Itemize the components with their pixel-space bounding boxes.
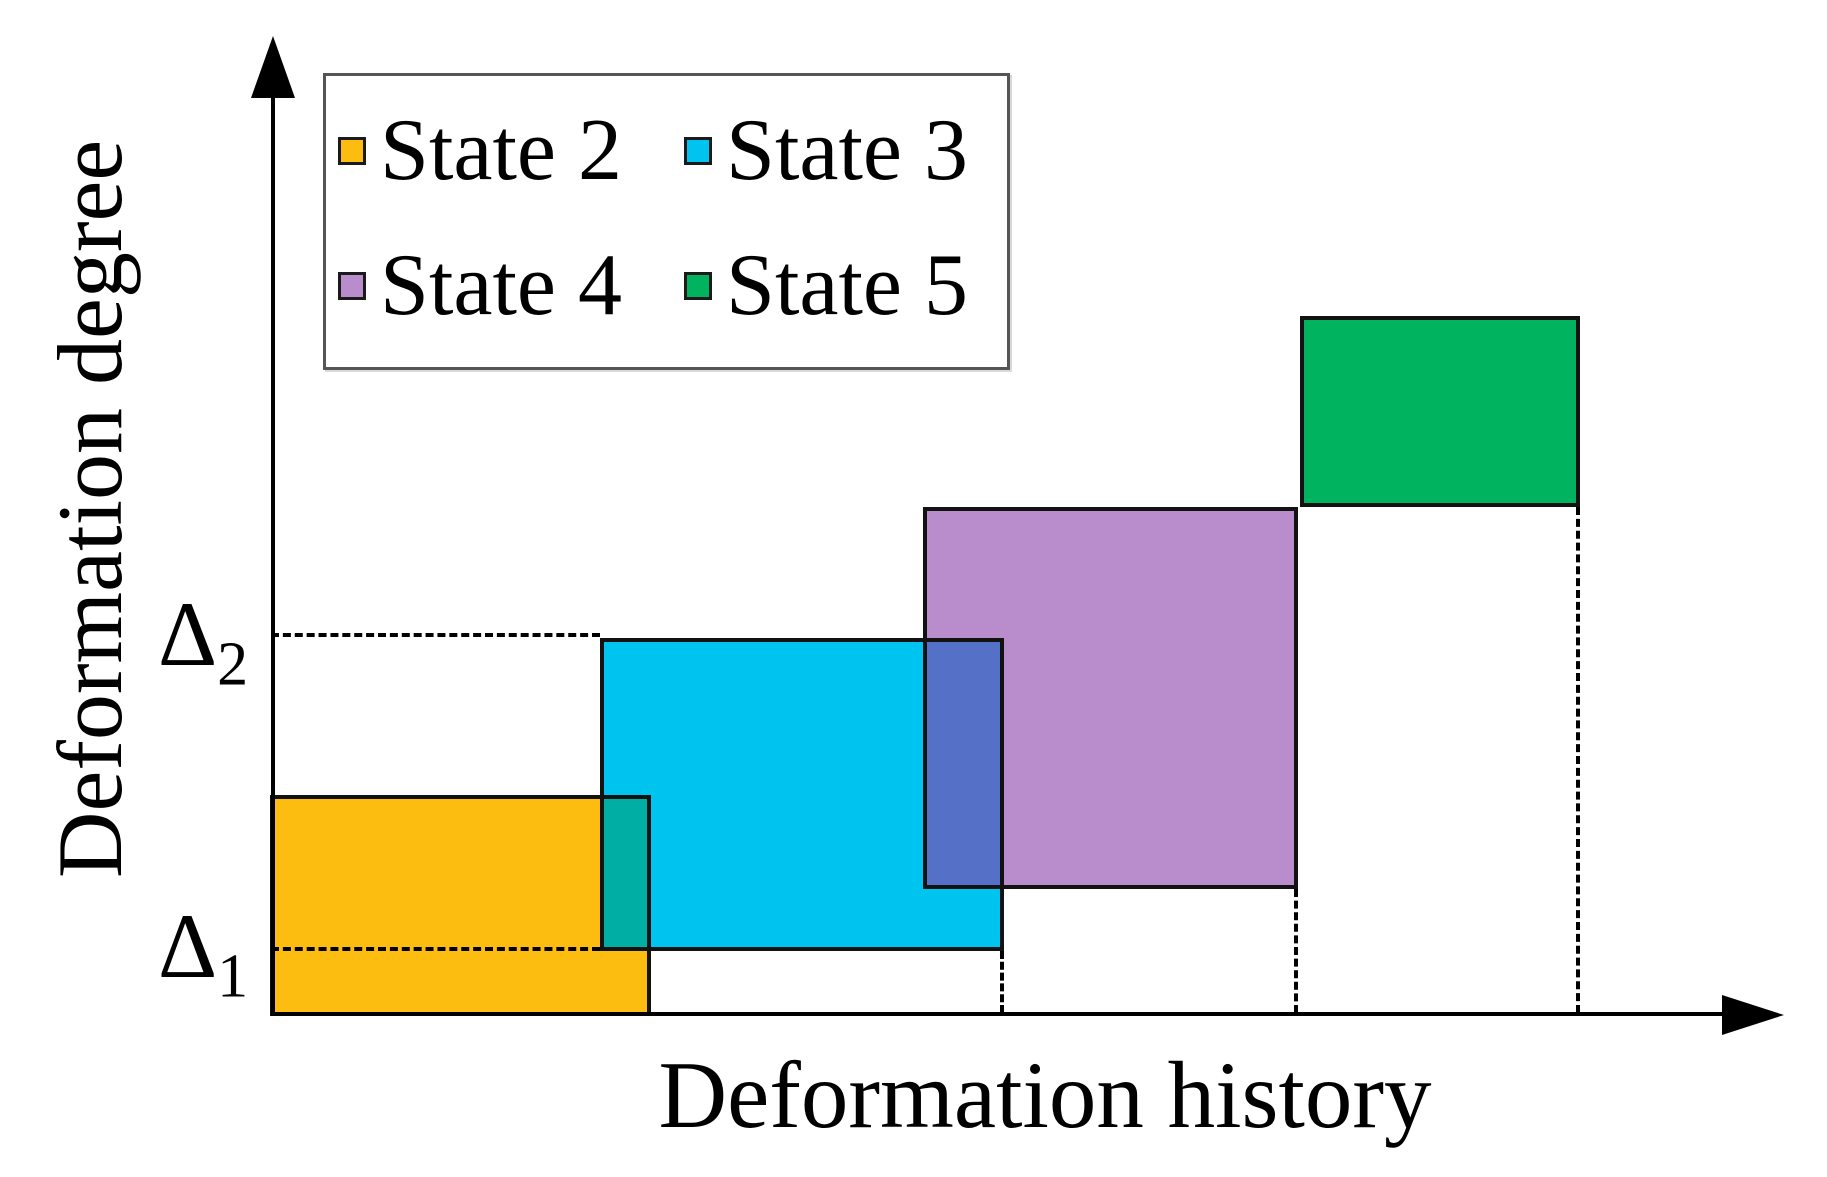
delta2-dashed-line: [271, 633, 600, 637]
legend-item-state-5: State 5: [684, 236, 1007, 334]
legend-item-state-2: State 2: [338, 107, 684, 195]
state-4-right-dashed-drop: [1294, 889, 1298, 1013]
y-axis-arrow-icon: [251, 36, 295, 98]
legend-swatch-state-5-icon: [684, 271, 712, 300]
legend-label-state-4: State 4: [380, 236, 622, 334]
delta1-symbol: Δ: [158, 895, 218, 997]
legend-item-state-4: State 4: [338, 236, 684, 334]
x-axis-title: Deformation history: [658, 1042, 1432, 1148]
state-5-rect-outline: [1300, 316, 1580, 507]
delta1-subscript: 1: [217, 942, 249, 1011]
y-axis-line: [271, 52, 275, 1015]
state-3-right-dashed-drop: [1000, 951, 1004, 1013]
delta2-subscript: 2: [217, 630, 249, 699]
legend: State 2 State 3 State 4 State 5: [323, 73, 1010, 370]
delta1-dashed-line: [271, 947, 600, 951]
delta2-tick-label: Δ2: [158, 588, 248, 695]
legend-label-state-2: State 2: [380, 102, 622, 200]
state-2-rect-fill: [270, 795, 651, 1016]
overlap-state2-state3-fill: [600, 795, 651, 951]
state-2-rect-outline: [270, 795, 651, 1016]
state-4-rect-outline: [923, 507, 1298, 889]
legend-item-state-3: State 3: [684, 107, 1007, 195]
legend-swatch-state-3-icon: [684, 137, 712, 166]
state-5-right-dashed-drop: [1576, 507, 1580, 1013]
legend-label-state-5: State 5: [726, 236, 968, 334]
legend-label-state-3: State 3: [726, 102, 968, 200]
state-5-rect-fill: [1300, 316, 1580, 507]
x-axis-line: [271, 1012, 1727, 1016]
x-axis-arrow-icon: [1722, 995, 1784, 1035]
legend-swatch-state-2-icon: [338, 137, 366, 166]
legend-swatch-state-4-icon: [338, 271, 366, 300]
delta2-symbol: Δ: [158, 583, 218, 685]
overlap-state3-state4-fill: [923, 638, 1004, 889]
y-axis-title: Deformation degree: [39, 139, 141, 878]
state-3-rect-outline: [600, 638, 1004, 951]
delta1-tick-label: Δ1: [158, 900, 248, 1007]
